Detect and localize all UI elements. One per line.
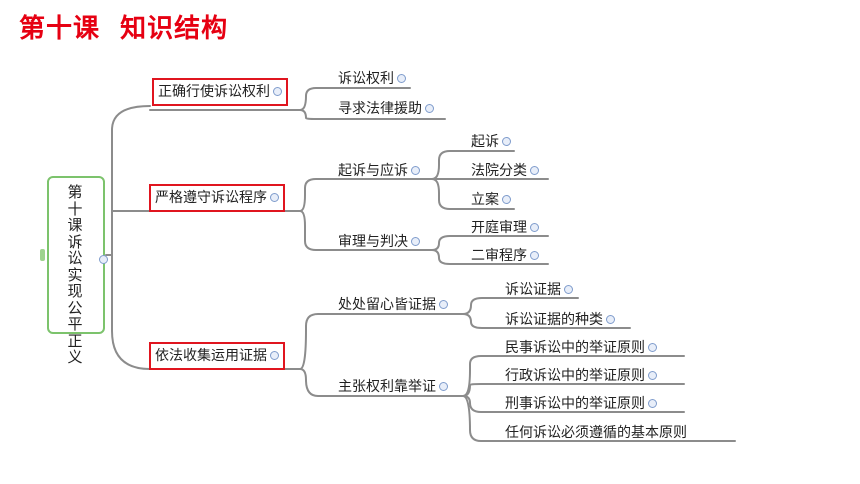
- leaf-label: 刑事诉讼中的举证原则: [505, 396, 645, 412]
- collapse-toggle-icon[interactable]: [648, 342, 657, 352]
- collapse-toggle-icon[interactable]: [270, 350, 279, 360]
- collapse-toggle-icon[interactable]: [502, 194, 511, 204]
- collapse-toggle-icon[interactable]: [411, 236, 420, 246]
- leaf-label: 行政诉讼中的举证原则: [505, 368, 645, 384]
- leaf-label: 寻求法律援助: [338, 101, 422, 117]
- branch-evidence-label: 依法收集运用证据: [155, 348, 267, 364]
- page-title: 第十课 知识结构: [19, 14, 229, 44]
- leaf-node[interactable]: 行政诉讼中的举证原则: [505, 367, 657, 385]
- leaf-label: 诉讼证据的种类: [505, 312, 603, 328]
- leaf-node[interactable]: 刑事诉讼中的举证原则: [505, 395, 657, 413]
- leaf-label: 二审程序: [471, 248, 527, 264]
- branch-rights-label: 正确行使诉讼权利: [158, 84, 270, 100]
- branch-procedure-label: 严格遵守诉讼程序: [155, 190, 267, 206]
- collapse-toggle-icon[interactable]: [606, 314, 615, 324]
- leaf-node[interactable]: 民事诉讼中的举证原则: [505, 339, 657, 357]
- leaf-label: 诉讼权利: [338, 71, 394, 87]
- branch-rights[interactable]: 正确行使诉讼权利: [152, 78, 288, 106]
- collapse-toggle-icon[interactable]: [648, 370, 657, 380]
- leaf-label: 任何诉讼必须遵循的基本原则: [505, 425, 687, 441]
- leaf-node[interactable]: 任何诉讼必须遵循的基本原则: [505, 424, 687, 442]
- subbranch-node[interactable]: 审理与判决: [338, 233, 420, 251]
- root-node[interactable]: 第十课 诉讼实现公平正义: [47, 176, 108, 365]
- leaf-node[interactable]: 诉讼权利: [338, 70, 406, 88]
- branch-evidence[interactable]: 依法收集运用证据: [149, 342, 285, 370]
- leaf-node[interactable]: 起诉: [471, 133, 511, 151]
- leaf-label: 开庭审理: [471, 220, 527, 236]
- leaf-node[interactable]: 诉讼证据: [505, 281, 573, 299]
- subbranch-node[interactable]: 处处留心皆证据: [338, 296, 448, 314]
- collapse-toggle-icon[interactable]: [99, 255, 108, 264]
- root-handle[interactable]: [40, 249, 45, 261]
- subbranch-label: 审理与判决: [338, 234, 408, 250]
- root-label: 第十课 诉讼实现公平正义: [67, 183, 83, 366]
- leaf-node[interactable]: 诉讼证据的种类: [505, 311, 615, 329]
- subbranch-label: 处处留心皆证据: [338, 297, 436, 313]
- leaf-node[interactable]: 法院分类: [471, 162, 539, 180]
- collapse-toggle-icon[interactable]: [530, 222, 539, 232]
- collapse-toggle-icon[interactable]: [648, 398, 657, 408]
- collapse-toggle-icon[interactable]: [439, 381, 448, 391]
- collapse-toggle-icon[interactable]: [530, 165, 539, 175]
- leaf-label: 法院分类: [471, 163, 527, 179]
- leaf-label: 立案: [471, 192, 499, 208]
- subbranch-node[interactable]: 主张权利靠举证: [338, 378, 448, 396]
- collapse-toggle-icon[interactable]: [564, 284, 573, 294]
- collapse-toggle-icon[interactable]: [270, 192, 279, 202]
- subbranch-label: 主张权利靠举证: [338, 379, 436, 395]
- subbranch-node[interactable]: 起诉与应诉: [338, 162, 420, 180]
- subbranch-label: 起诉与应诉: [338, 163, 408, 179]
- leaf-label: 诉讼证据: [505, 282, 561, 298]
- collapse-toggle-icon[interactable]: [397, 73, 406, 83]
- collapse-toggle-icon[interactable]: [273, 86, 282, 96]
- collapse-toggle-icon[interactable]: [439, 299, 448, 309]
- leaf-label: 起诉: [471, 134, 499, 150]
- collapse-toggle-icon[interactable]: [411, 165, 420, 175]
- leaf-node[interactable]: 寻求法律援助: [338, 100, 434, 118]
- collapse-toggle-icon[interactable]: [425, 103, 434, 113]
- leaf-label: 民事诉讼中的举证原则: [505, 340, 645, 356]
- collapse-toggle-icon[interactable]: [502, 136, 511, 146]
- branch-procedure[interactable]: 严格遵守诉讼程序: [149, 184, 285, 212]
- leaf-node[interactable]: 开庭审理: [471, 219, 539, 237]
- leaf-node[interactable]: 立案: [471, 191, 511, 209]
- leaf-node[interactable]: 二审程序: [471, 247, 539, 265]
- collapse-toggle-icon[interactable]: [530, 250, 539, 260]
